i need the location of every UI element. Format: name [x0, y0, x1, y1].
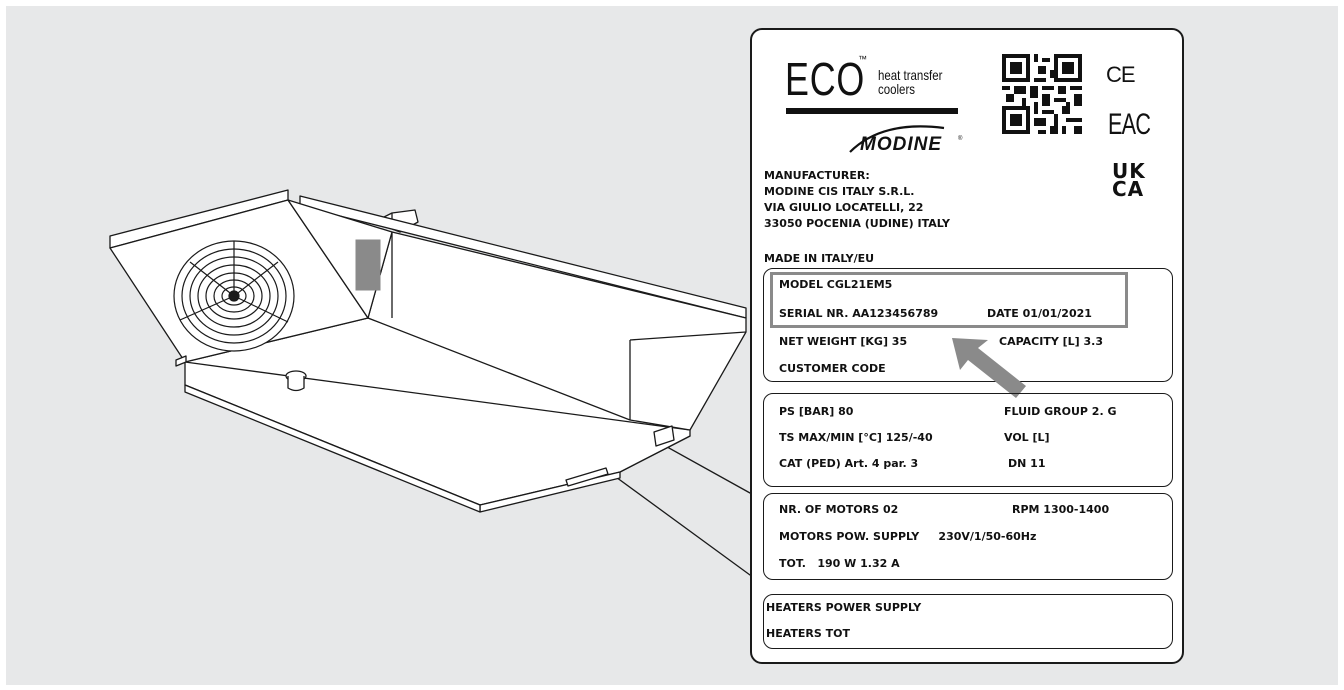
registered-symbol: ® [958, 136, 963, 142]
max-pressure: PS [BAR] 80 [779, 405, 854, 418]
serial-number: SERIAL NR. AA123456789 [779, 307, 939, 320]
customer-code: CUSTOMER CODE [779, 362, 886, 375]
nominal-diameter: DN 11 [1008, 457, 1046, 470]
heaters-power-supply: HEATERS POWER SUPPLY [766, 601, 922, 614]
tagline-line-1: heat transfer [878, 67, 943, 83]
manufacturer-name: MODINE CIS ITALY S.R.L. [764, 185, 915, 198]
motors-section [763, 493, 1173, 580]
manufacturer-heading: MANUFACTURER: [764, 169, 870, 182]
made-in: MADE IN ITALY/EU [764, 252, 875, 265]
identification-section [763, 268, 1173, 382]
pressure-section [763, 393, 1173, 487]
manufacturer-street: VIA GIULIO LOCATELLI, 22 [764, 201, 924, 214]
ukca-mark-bottom: CA [1112, 177, 1145, 201]
trademark-symbol: ™ [858, 54, 867, 64]
motor-count: NR. OF MOTORS 02 [779, 503, 899, 516]
net-weight: NET WEIGHT [KG] 35 [779, 335, 908, 348]
fluid-group: FLUID GROUP 2. G [1004, 405, 1117, 418]
eco-logo: ECO [785, 53, 866, 105]
capacity: CAPACITY [L] 3.3 [999, 335, 1103, 348]
volume: VOL [L] [1004, 431, 1050, 444]
model-number: MODEL CGL21EM5 [779, 278, 893, 291]
manufacture-date: DATE 01/01/2021 [987, 307, 1092, 320]
label-location-marker [355, 239, 381, 291]
modine-swoosh-icon [849, 125, 945, 153]
motor-power-supply: MOTORS POW. SUPPLY 230V/1/50-60Hz [779, 530, 1037, 543]
model-serial-highlight [770, 272, 1128, 328]
cooler-body [109, 189, 747, 513]
qr-code-icon [1002, 54, 1082, 134]
ukca-mark-top: UK [1112, 159, 1146, 183]
nameplate: ECO ™ heat transfer coolers MODINE ® CE … [750, 28, 1184, 664]
fan-icon [173, 240, 295, 352]
manufacturer-city: 33050 POCENIA (UDINE) ITALY [764, 217, 951, 230]
eac-mark-icon: EAC [1108, 108, 1151, 141]
heaters-section [763, 594, 1173, 649]
ped-category: CAT (PED) Art. 4 par. 3 [779, 457, 919, 470]
ce-mark-icon: CE [1106, 62, 1136, 87]
modine-logo: MODINE [860, 134, 942, 155]
pointer-arrow-icon [952, 338, 1026, 398]
heaters-total: HEATERS TOT [766, 627, 850, 640]
logo-underline [786, 108, 958, 114]
motor-total-power: TOT. 190 W 1.32 A [779, 557, 900, 570]
motor-rpm: RPM 1300-1400 [1012, 503, 1110, 516]
tagline-line-2: coolers [878, 81, 916, 97]
temperature-range: TS MAX/MIN [°C] 125/-40 [779, 431, 933, 444]
